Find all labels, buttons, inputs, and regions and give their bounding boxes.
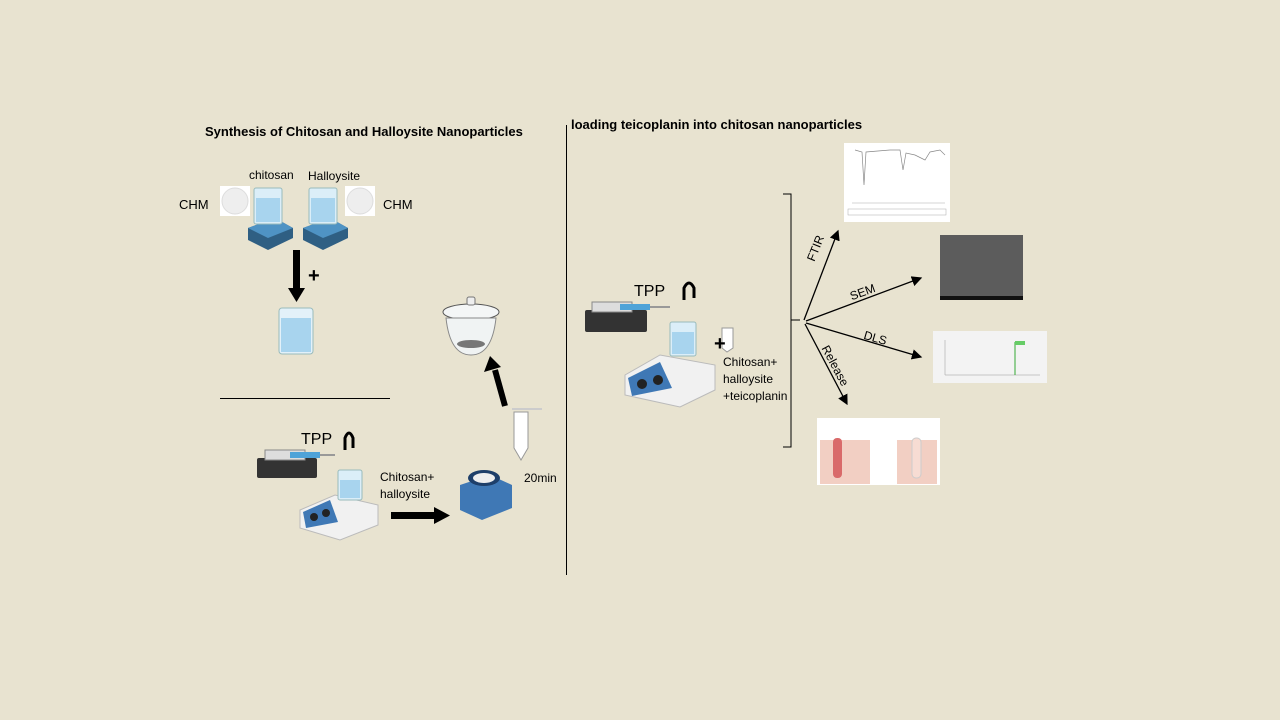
- down-arrow-icon: [288, 250, 305, 302]
- mixture-label: Chitosan+ halloysite: [380, 469, 434, 503]
- hotplate-stirrer-icon: [299, 469, 379, 541]
- arrow-release: [804, 323, 848, 406]
- plus-right-sign: +: [714, 333, 726, 355]
- desiccator-icon: [442, 296, 500, 356]
- mixture-line-1: Chitosan+: [380, 470, 435, 484]
- chm-left-label: CHM: [179, 197, 209, 212]
- syringe-pump-right-icon: [585, 301, 670, 332]
- stirrer-halloysite-icon: [303, 187, 348, 250]
- rotation-arrow-icon: [343, 431, 355, 450]
- hotplate-stirrer-right-icon: [624, 321, 716, 408]
- tpp-label: TPP: [301, 431, 333, 448]
- chitosan-label: chitosan: [249, 168, 294, 182]
- halloysite-label: Halloysite: [308, 169, 361, 183]
- time-label: 20min: [524, 471, 557, 485]
- arrow-sem: [805, 276, 923, 322]
- arrow-ftir: [803, 229, 840, 321]
- arrow-dls: [805, 322, 923, 360]
- section-title-synthesis: Synthesis of Chitosan and Halloysite Nan…: [205, 124, 523, 139]
- beaker-icon: [278, 307, 314, 355]
- chm-membrane-left-icon: [220, 186, 250, 216]
- mixture-right-line-2: halloysite: [723, 372, 774, 386]
- up-arrow-icon: [484, 356, 508, 407]
- ftir-spectrum-image: [844, 143, 950, 222]
- chm-right-label: CHM: [383, 197, 413, 212]
- stirrer-chitosan-icon: [248, 187, 293, 250]
- mixture-right-label: Chitosan+ halloysite +teicoplanin: [723, 354, 787, 405]
- section-title-loading: loading teicoplanin into chitosan nanopa…: [571, 117, 863, 132]
- sem-image: [940, 235, 1023, 300]
- plus-sign: +: [308, 265, 320, 287]
- release-dialysis-image: [817, 418, 940, 485]
- centrifuge-tube-icon: [512, 408, 542, 461]
- rotation-arrow-right-icon: [682, 281, 696, 300]
- syringe-pump-icon: [257, 449, 335, 478]
- mixture-line-2: halloysite: [380, 487, 431, 501]
- tube-right-icon: [721, 327, 734, 353]
- mixture-right-line-3: +teicoplanin: [723, 389, 788, 403]
- dls-chart-image: [933, 331, 1047, 383]
- right-arrow-icon: [391, 507, 450, 524]
- bracket: [783, 193, 800, 448]
- mixture-right-line-1: Chitosan+: [723, 355, 778, 369]
- chm-membrane-right-icon: [345, 186, 375, 216]
- tpp-right-label: TPP: [634, 283, 666, 300]
- centrifuge-icon: [460, 470, 512, 520]
